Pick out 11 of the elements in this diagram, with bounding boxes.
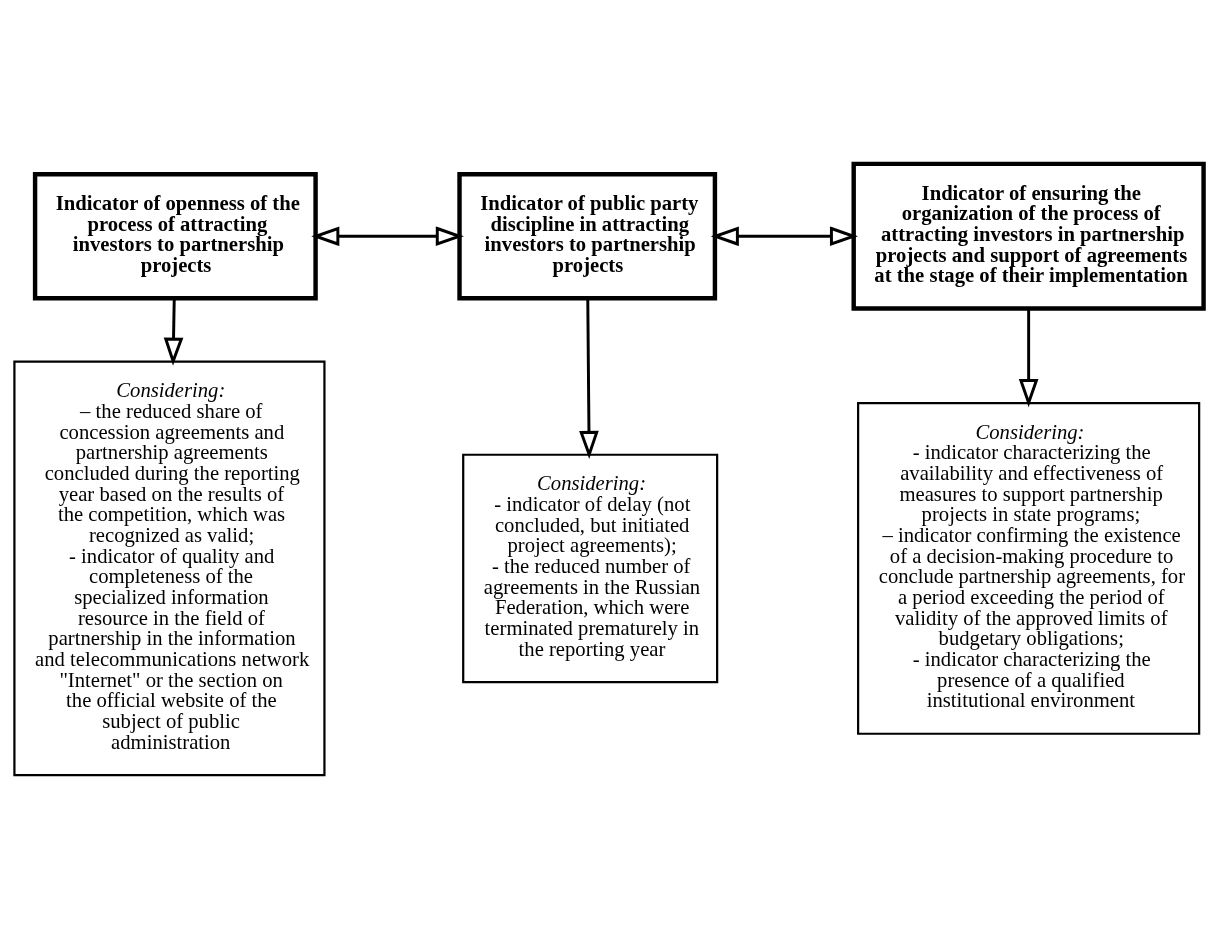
node-box: Indicator of public party discipline in attracting investors to partnership projects (457, 171, 718, 300)
node-box: Considering: – the reduced share of concession agreements and partnership agreements concluded during the reporting year based on the results of the competition, which was recognized as valid; - indicator of quality and completeness of the specialized information resource in the field of partnership in the information and telecommunications network "Internet" or the section on the official website of the subject of public administration (13, 360, 326, 776)
arrow (1018, 308, 1039, 407)
node-box: Considering: - indicator characterizing the availability and effectiveness of measures to support partnership projects in state programs; – indicator confirming the existence of a decision-making procedure to conclude partnership agreements, for a period exceeding the period of validity of the approved limits of budgetary obligations; - indicator characterizing the presence of a qualified institutional environment (857, 401, 1201, 735)
node-box: Indicator of openness of the process of attracting investors to partnership projects (32, 171, 318, 300)
arrow (710, 225, 859, 246)
arrow (579, 297, 599, 459)
arrow (311, 225, 464, 246)
node-box: Indicator of ensuring the organization of the process of attracting investors in partnership projects and support of agreements at the stage of their implementation (851, 161, 1206, 311)
node-box: Considering: - indicator of delay (not concluded, but initiated project agreements); - the reduced number of agreements in the Russian Federation, which were terminated prematurely in the reporting year (462, 453, 719, 683)
arrow (163, 297, 184, 366)
